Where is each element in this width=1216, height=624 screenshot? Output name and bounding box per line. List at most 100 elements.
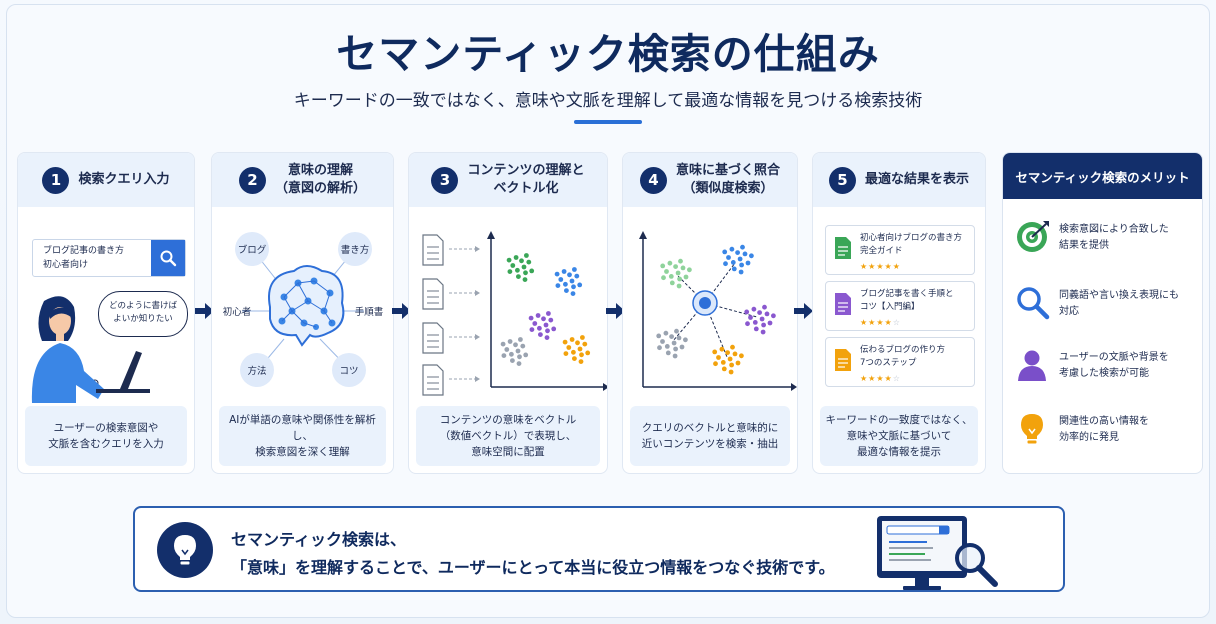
result-title: 伝わるブログの作り方 xyxy=(860,345,946,355)
step-caption-3: コンテンツの意味をベクトル （数値ベクトル）で表現し、 意味空間に配置 xyxy=(416,406,600,466)
cluster-dot xyxy=(526,259,532,265)
search-result-card[interactable]: 伝わるブログの作り方 7つのステップ ★★★★☆ xyxy=(825,337,975,387)
cluster-dot xyxy=(678,258,683,264)
result-title: コツ【入門編】 xyxy=(860,302,920,312)
cluster-dot xyxy=(722,249,728,255)
cluster-dot xyxy=(751,306,757,312)
cluster-dot xyxy=(671,340,677,346)
search-result-card[interactable]: 初心者向けブログの書き方 完全ガイド ★★★★★ xyxy=(825,225,975,275)
cluster-dot xyxy=(554,271,560,277)
cluster-dot xyxy=(569,337,575,342)
cluster-dot xyxy=(669,280,675,286)
cluster-dot xyxy=(735,250,740,255)
benefit-text: 同義語や言い換え表現にも xyxy=(1059,290,1179,301)
cluster-dot xyxy=(677,276,682,282)
cluster-dot xyxy=(742,251,748,257)
rating-stars: ★★★★☆ xyxy=(860,318,901,327)
cluster-dot xyxy=(507,269,513,274)
cluster-dot xyxy=(679,344,685,350)
cluster-dot xyxy=(504,347,510,352)
cluster-dot xyxy=(580,335,585,340)
cluster-dot xyxy=(664,269,669,274)
step-title: 意味の理解 （意図の解析） xyxy=(274,163,366,196)
cluster-dot xyxy=(585,350,591,356)
cluster-dot xyxy=(569,278,575,284)
step-number-badge: 4 xyxy=(639,166,667,194)
cluster-dot xyxy=(760,329,766,335)
cluster-dot xyxy=(672,353,678,359)
magnifier-icon xyxy=(1017,287,1050,320)
cluster-dot xyxy=(577,346,583,352)
cluster-dot xyxy=(555,283,561,288)
cluster-dot xyxy=(748,315,753,320)
vector-space-plot xyxy=(422,231,607,396)
summary-line-2: 「意味」を理解することで、ユーザーにとって本当に役立つ情報をつなぐ技術です。 xyxy=(231,558,835,577)
cluster-dot xyxy=(744,309,750,315)
keyword-node: 書き方 xyxy=(338,232,372,266)
cluster-dot xyxy=(518,337,523,342)
search-input[interactable]: ブログ記事の書き方 初心者向け xyxy=(32,239,186,277)
cluster-dot xyxy=(551,326,557,332)
rating-stars: ★★★★☆ xyxy=(860,374,901,383)
thought-bubble: どのように書けば よいか知りたい xyxy=(98,291,188,337)
user-icon xyxy=(1018,350,1046,381)
cluster-dot xyxy=(719,346,725,352)
cluster-dot xyxy=(740,244,745,250)
summary-line-1: セマンティック検索は、 xyxy=(231,530,407,549)
cluster-dot xyxy=(771,313,776,319)
cluster-dot xyxy=(664,344,670,349)
cluster-dot xyxy=(739,262,744,268)
cluster-dot xyxy=(521,264,527,270)
cluster-dot xyxy=(515,348,521,354)
page-title: セマンティック検索の仕組み xyxy=(336,30,880,78)
search-result-card[interactable]: ブログ記事を書く手順と コツ【入門編】 ★★★★☆ xyxy=(825,281,975,331)
result-title: 完全ガイド xyxy=(860,246,903,256)
cluster-dot xyxy=(729,362,734,368)
cluster-dot xyxy=(507,339,513,344)
cluster-dot xyxy=(506,257,512,263)
arrow-right-icon xyxy=(606,303,625,319)
cluster-dot xyxy=(582,341,588,347)
step-illustration-1: ブログ記事の書き方 初心者向け どのように書けば よいか知りたい xyxy=(18,207,194,405)
cluster-dot xyxy=(723,261,728,267)
step-illustration-2: ブログ 書き方 初心者 手順書 方法 コツ xyxy=(212,207,393,405)
keyword-node: ブログ xyxy=(235,232,269,266)
cluster-dot xyxy=(676,335,682,341)
keyword-node: 手順書 xyxy=(354,307,384,318)
cluster-dot xyxy=(749,253,754,259)
benefit-item: 同義語や言い換え表現にも 対応 xyxy=(1015,285,1200,335)
step-caption-4: クエリのベクトルと意味的に 近いコンテンツを検索・抽出 xyxy=(630,406,790,466)
cluster-dot xyxy=(579,352,584,358)
step-card-4: 4 意味に基づく照合 （類似度検索） クエリのベクトルと意味的に 近いコンテ xyxy=(622,152,798,474)
cluster-dot xyxy=(737,256,743,262)
step-caption-2: AIが単語の意味や関係性を解析し、 検索意図を深く理解 xyxy=(219,406,386,466)
step-illustration-4 xyxy=(623,207,797,405)
cluster-dot xyxy=(541,316,546,322)
cluster-dot xyxy=(523,270,528,276)
step-caption-1: ユーザーの検索意図や 文脈を含むクエリを入力 xyxy=(25,406,187,466)
cluster-dot xyxy=(663,330,669,336)
cluster-dot xyxy=(674,328,679,334)
step-card-1: 1 検索クエリ入力 ブログ記事の書き方 初心者向け どのように書けば よいか知り… xyxy=(17,152,195,474)
step-header-5: 5 最適な結果を表示 xyxy=(813,153,985,207)
cluster-dot xyxy=(519,258,524,264)
cluster-dot xyxy=(656,333,662,339)
title-underline xyxy=(574,120,642,124)
result-title: 初心者向けブログの書き方 xyxy=(860,233,963,243)
step-card-2: 2 意味の理解 （意図の解析） xyxy=(211,152,394,474)
step-illustration-3 xyxy=(409,207,607,405)
cluster-dot xyxy=(517,354,522,360)
cluster-dot xyxy=(676,283,682,289)
step-number-badge: 2 xyxy=(238,166,266,194)
lightbulb-icon xyxy=(174,535,196,565)
cluster-dot xyxy=(535,313,541,318)
cluster-dot xyxy=(745,260,751,266)
search-query-line: ブログ記事の書き方 xyxy=(43,246,125,256)
search-button[interactable] xyxy=(151,240,185,276)
cluster-dot xyxy=(680,265,686,271)
cluster-dot xyxy=(500,341,506,347)
cluster-dot xyxy=(687,267,692,273)
cluster-dot xyxy=(716,355,721,360)
cluster-dot xyxy=(570,291,576,296)
cluster-dot xyxy=(558,277,564,282)
